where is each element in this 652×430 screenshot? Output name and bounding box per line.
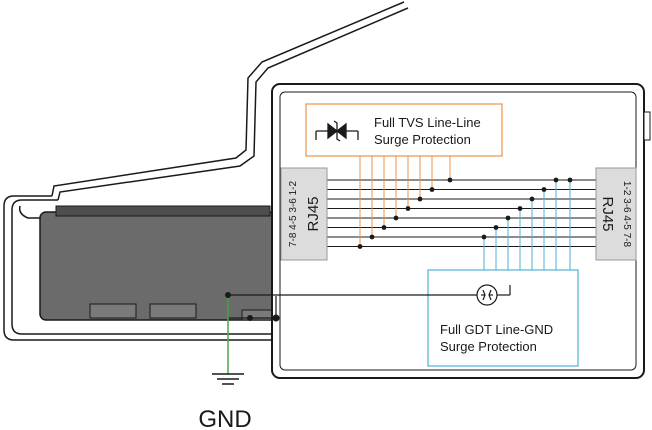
tvs-tap-dot <box>417 196 423 202</box>
tvs-title-line2: Surge Protection <box>374 132 471 147</box>
gdt-tap-dot <box>567 177 573 183</box>
tvs-tap-dot <box>447 177 453 183</box>
tvs-tap-dot <box>369 234 375 240</box>
left-rj45-pins: 7-8 4-5 3-6 1-2 <box>288 180 299 247</box>
tvs-taps <box>359 156 451 247</box>
tvs-tap-dot <box>393 215 399 221</box>
gdt-tap-dot <box>553 177 559 183</box>
connection-dots <box>357 177 573 249</box>
gdt-tap-dot <box>541 187 547 192</box>
mounting-bracket <box>3 1 409 341</box>
gdt-title-line2: Surge Protection <box>440 339 537 354</box>
tvs-tap-dot <box>429 187 435 192</box>
right-rj45-pins: 1-2 3-6 4-5 7-8 <box>621 181 632 248</box>
gdt-tap-dot <box>505 215 511 221</box>
tvs-title-line1: Full TVS Line-Line <box>374 115 481 130</box>
ground-dots <box>225 292 280 322</box>
gdt-protection-box: Full GDT Line-GND Surge Protection <box>427 269 579 367</box>
bidirectional-tvs-diode-icon <box>315 120 359 142</box>
right-rj45-label: RJ45 <box>599 196 616 231</box>
left-rj45-label: RJ45 <box>305 196 322 231</box>
tvs-tap-dot <box>405 206 411 211</box>
base-housing <box>18 205 277 321</box>
gdt-taps <box>483 180 571 270</box>
gdt-title-line1: Full GDT Line-GND <box>440 322 553 337</box>
gdt-tap-dot <box>517 206 523 211</box>
gdt-tap-dot <box>481 234 487 240</box>
gnd-label: GND <box>198 406 251 430</box>
gdt-tap-dot <box>529 196 535 202</box>
left-rj45-connector: RJ45 7-8 4-5 3-6 1-2 <box>280 167 328 261</box>
gdt-tap-dot <box>493 225 499 230</box>
tvs-tap-dot <box>381 225 387 230</box>
tvs-tap-dot <box>357 244 363 249</box>
ground-symbol-icon <box>212 298 244 385</box>
right-rj45-connector: RJ45 1-2 3-6 4-5 7-8 <box>595 167 637 261</box>
tvs-protection-box: Full TVS Line-Line Surge Protection <box>305 103 503 157</box>
